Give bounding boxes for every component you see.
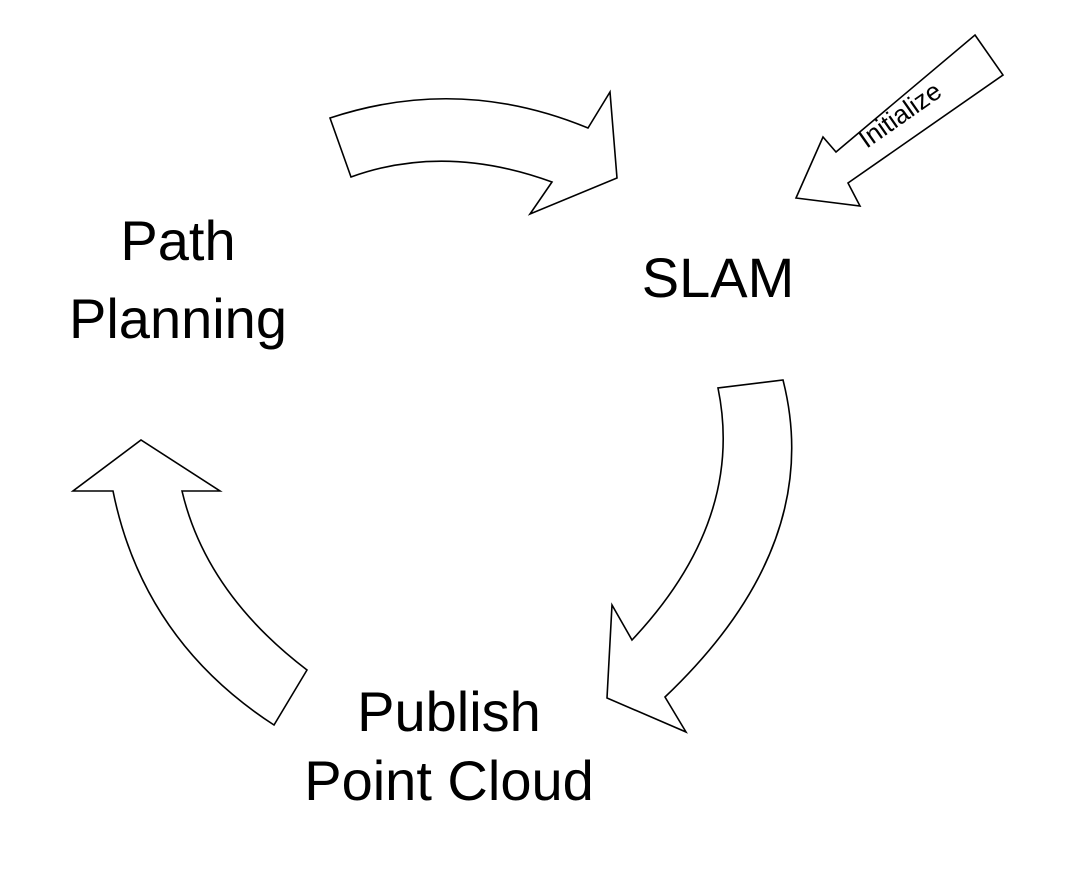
node-publish-line1: Publish — [357, 680, 541, 743]
arrow-path-planning-to-slam — [328, 89, 618, 216]
arrow-publish-point-cloud-to-path-planning — [70, 439, 309, 727]
node-publish-line2: Point Cloud — [304, 749, 594, 812]
arrow-slam-to-publish-point-cloud — [606, 379, 793, 734]
node-slam: SLAM — [642, 246, 795, 309]
node-path-planning-line2: Planning — [69, 287, 287, 350]
arrow-initialize — [794, 33, 1005, 207]
node-path-planning-line1: Path — [120, 209, 235, 272]
